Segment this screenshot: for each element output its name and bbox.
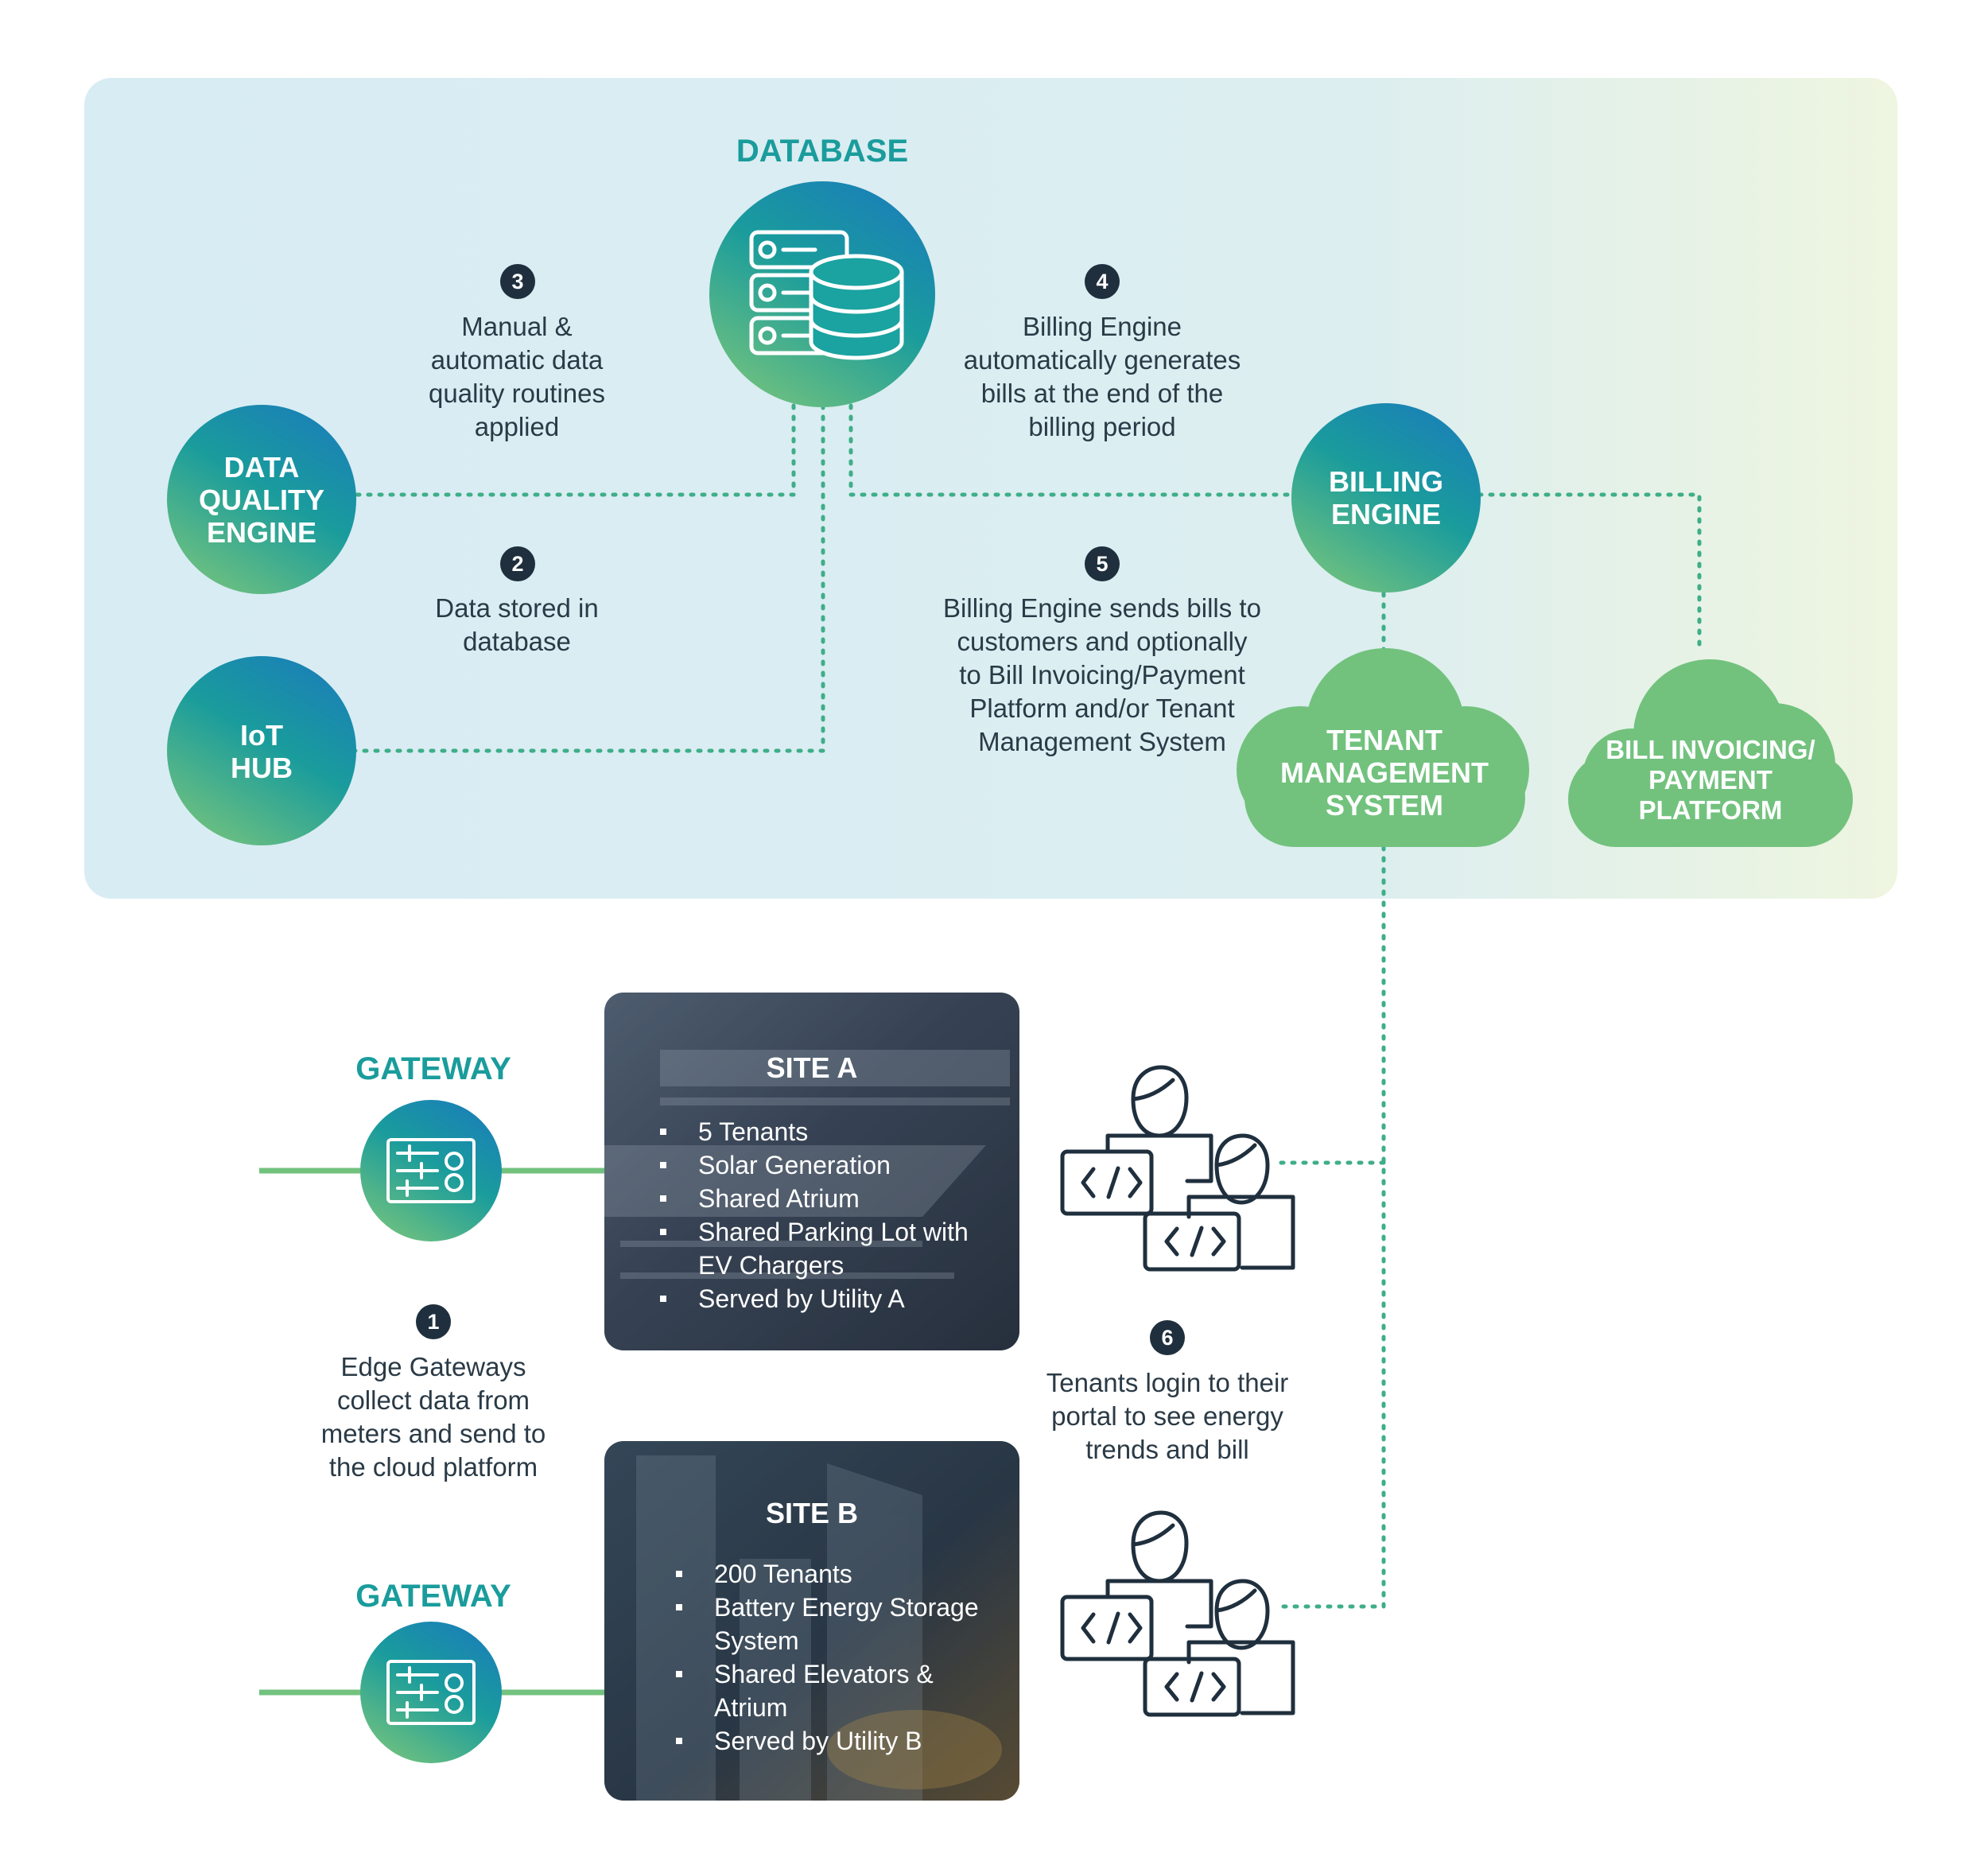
step-6-caption: Tenants login to their portal to see ene… bbox=[1046, 1368, 1289, 1464]
bill-invoicing-cloud bbox=[1568, 659, 1853, 847]
gateway-title-b: GATEWAY bbox=[355, 1579, 511, 1614]
connector-database-billing bbox=[848, 403, 1292, 497]
step-1-caption: Edge Gateways collect data from meters a… bbox=[320, 1352, 546, 1482]
data-quality-engine-label: DATA QUALITY ENGINE bbox=[199, 451, 324, 549]
connector-database-dataquality bbox=[351, 403, 796, 497]
control-panel-icon bbox=[386, 1138, 476, 1203]
tenant-management-cloud bbox=[1237, 648, 1529, 847]
step-number-4: 4 bbox=[1096, 270, 1109, 293]
site-b-card bbox=[604, 1441, 1019, 1801]
step-badges bbox=[416, 264, 1185, 1355]
connector-database-iothub bbox=[351, 403, 825, 753]
tenant-management-system-label: TENANT MANAGEMENT SYSTEM bbox=[1280, 724, 1489, 822]
connector-tenant-users-b bbox=[1278, 845, 1386, 1609]
site-a-title: SITE A bbox=[766, 1051, 858, 1084]
list-item: 5 Tenants bbox=[660, 1115, 994, 1148]
tenant-users-icon bbox=[1060, 1065, 1295, 1272]
step-number-6: 6 bbox=[1161, 1326, 1174, 1350]
iot-hub-label: IoT HUB bbox=[231, 719, 293, 784]
database-title: DATABASE bbox=[736, 134, 909, 169]
list-item: 200 Tenants bbox=[676, 1557, 986, 1591]
gateway-connectors bbox=[259, 1167, 604, 1696]
step-number-3: 3 bbox=[511, 270, 524, 293]
list-item: Battery Energy Storage System bbox=[676, 1591, 986, 1657]
list-item: Shared Atrium bbox=[660, 1182, 994, 1215]
step-5-caption: Billing Engine sends bills to customers … bbox=[943, 593, 1261, 756]
step-number-5: 5 bbox=[1096, 552, 1109, 576]
data-quality-engine-node bbox=[167, 405, 356, 594]
step-3-caption: Manual & automatic data quality routines… bbox=[429, 312, 605, 441]
site-b-feature-list: 200 Tenants Battery Energy Storage Syste… bbox=[676, 1557, 986, 1758]
connector-billing-invoicing bbox=[1477, 492, 1702, 651]
step-number-1: 1 bbox=[427, 1310, 440, 1334]
bill-invoicing-platform-label: BILL INVOICING/ PAYMENT PLATFORM bbox=[1606, 735, 1815, 825]
site-a-feature-list: 5 Tenants Solar Generation Shared Atrium… bbox=[660, 1115, 994, 1315]
list-item: Served by Utility B bbox=[676, 1724, 986, 1758]
list-item: Shared Elevators & Atrium bbox=[676, 1657, 986, 1724]
iot-hub-node bbox=[167, 656, 356, 845]
site-b-title: SITE B bbox=[765, 1497, 858, 1529]
list-item: Solar Generation bbox=[660, 1148, 994, 1182]
database-cylinder-icon bbox=[809, 254, 904, 360]
step-2-caption: Data stored in database bbox=[435, 593, 599, 656]
step-number-2: 2 bbox=[511, 552, 524, 576]
billing-engine-node bbox=[1291, 403, 1481, 592]
dotted-connectors bbox=[351, 403, 1702, 1609]
list-item: Shared Parking Lot with EV Chargers bbox=[660, 1215, 994, 1282]
gateway-title-a: GATEWAY bbox=[355, 1051, 511, 1086]
step-4-caption: Billing Engine automatically generates b… bbox=[963, 312, 1241, 441]
list-item: Served by Utility A bbox=[660, 1282, 994, 1315]
control-panel-icon bbox=[386, 1660, 476, 1725]
tenant-users-icon bbox=[1060, 1510, 1295, 1717]
billing-engine-label: BILLING ENGINE bbox=[1329, 465, 1443, 530]
site-a-card bbox=[604, 993, 1019, 1350]
